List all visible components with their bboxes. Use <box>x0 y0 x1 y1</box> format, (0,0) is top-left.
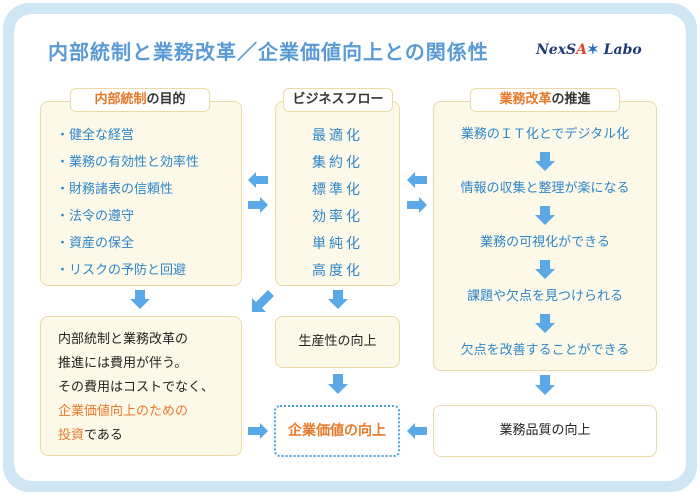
arrow-down-icon <box>328 374 348 394</box>
logo-part1: NexS <box>536 42 577 58</box>
list-item: ・健全な経営 <box>56 128 135 143</box>
productivity-box: 生産性の向上 <box>275 316 400 368</box>
reform-step: 業務のＩＴ化とでデジタル化 <box>460 127 630 142</box>
list-item: ・法令の遵守 <box>56 209 135 224</box>
note-line: 企業価値向上のための <box>58 404 189 419</box>
internal-control-label-highlight: 内部統制 <box>94 92 147 107</box>
internal-control-label-rest: の目的 <box>146 92 186 107</box>
arrow-down-icon <box>535 152 555 171</box>
business-reform-label-highlight: 業務改革 <box>499 92 552 107</box>
list-item: 単純化 <box>312 236 363 252</box>
list-item: ・業務の有効性と効率性 <box>56 155 200 170</box>
list-item: ・リスクの予防と回避 <box>56 263 187 278</box>
arrow-down-icon <box>535 375 555 395</box>
list-item: ・資産の保全 <box>56 236 135 251</box>
brand-logo: NexSA✶ Labo <box>536 42 642 58</box>
logo-part3: Labo <box>598 42 642 58</box>
internal-control-purpose-panel <box>40 101 242 286</box>
note-line: その費用はコストでなく、 <box>58 380 215 395</box>
arrow-left-icon <box>407 423 427 439</box>
business-flow-label: ビジネスフロー <box>283 88 393 112</box>
list-item: 標準化 <box>312 182 363 198</box>
business-reform-label-rest: の推進 <box>551 92 591 107</box>
list-item: ・財務諸表の信頼性 <box>56 182 174 197</box>
list-item: 高度化 <box>312 263 363 279</box>
investment-note-box <box>40 316 242 456</box>
investment-note-text: 内部統制と業務改革の 推進には費用が伴う。 その費用はコストでなく、 企業価値向… <box>58 328 214 448</box>
arrow-right-icon <box>248 197 268 213</box>
arrow-down-icon <box>535 260 555 279</box>
reform-step: 情報の収集と整理が楽になる <box>460 181 630 196</box>
arrow-down-icon <box>130 290 150 309</box>
list-item: 集約化 <box>312 155 363 171</box>
quality-label: 業務品質の向上 <box>499 423 591 438</box>
reform-step: 業務の可視化ができる <box>480 235 610 250</box>
arrow-down-icon <box>535 206 555 225</box>
list-item: 最適化 <box>312 128 363 144</box>
arrow-diagonal-icon <box>252 290 274 312</box>
list-item: 効率化 <box>312 209 363 225</box>
reform-step: 課題や欠点を見つけられる <box>466 289 623 304</box>
note-rest: である <box>84 428 123 443</box>
page-title: 内部統制と業務改革／企業価値向上との関係性 <box>48 40 489 64</box>
note-line: 推進には費用が伴う。 <box>58 356 188 371</box>
business-flow-panel <box>275 101 400 286</box>
note-line: 内部統制と業務改革の <box>58 332 189 347</box>
internal-control-purpose-label: 内部統制の目的 <box>70 88 210 112</box>
productivity-label: 生産性の向上 <box>298 334 377 349</box>
star-icon: ✶ <box>587 42 599 58</box>
arrow-left-icon <box>407 172 427 188</box>
note-line: 投資である <box>58 424 214 448</box>
note-highlight: 投資 <box>58 428 85 443</box>
arrow-down-icon <box>535 314 555 333</box>
internal-control-purpose-list: ・健全な経営 ・業務の有効性と効率性 ・財務諸表の信頼性 ・法令の遵守 ・資産の… <box>56 127 199 289</box>
business-flow-list: 最適化 集約化 標準化 効率化 単純化 高度化 <box>275 127 400 289</box>
arrow-left-icon <box>248 172 268 188</box>
business-reform-label: 業務改革の推進 <box>470 88 620 112</box>
business-reform-steps: 業務のＩＴ化とでデジタル化 情報の収集と整理が楽になる 業務の可視化ができる 課… <box>433 126 657 360</box>
quality-box: 業務品質の向上 <box>433 405 657 457</box>
logo-part2: A <box>576 42 588 58</box>
corporate-value-goal-box: 企業価値の向上 <box>274 405 400 457</box>
arrow-right-icon <box>248 423 268 439</box>
arrow-right-icon <box>407 197 427 213</box>
reform-step: 欠点を改善することができる <box>460 343 630 358</box>
arrow-down-icon <box>328 290 348 309</box>
